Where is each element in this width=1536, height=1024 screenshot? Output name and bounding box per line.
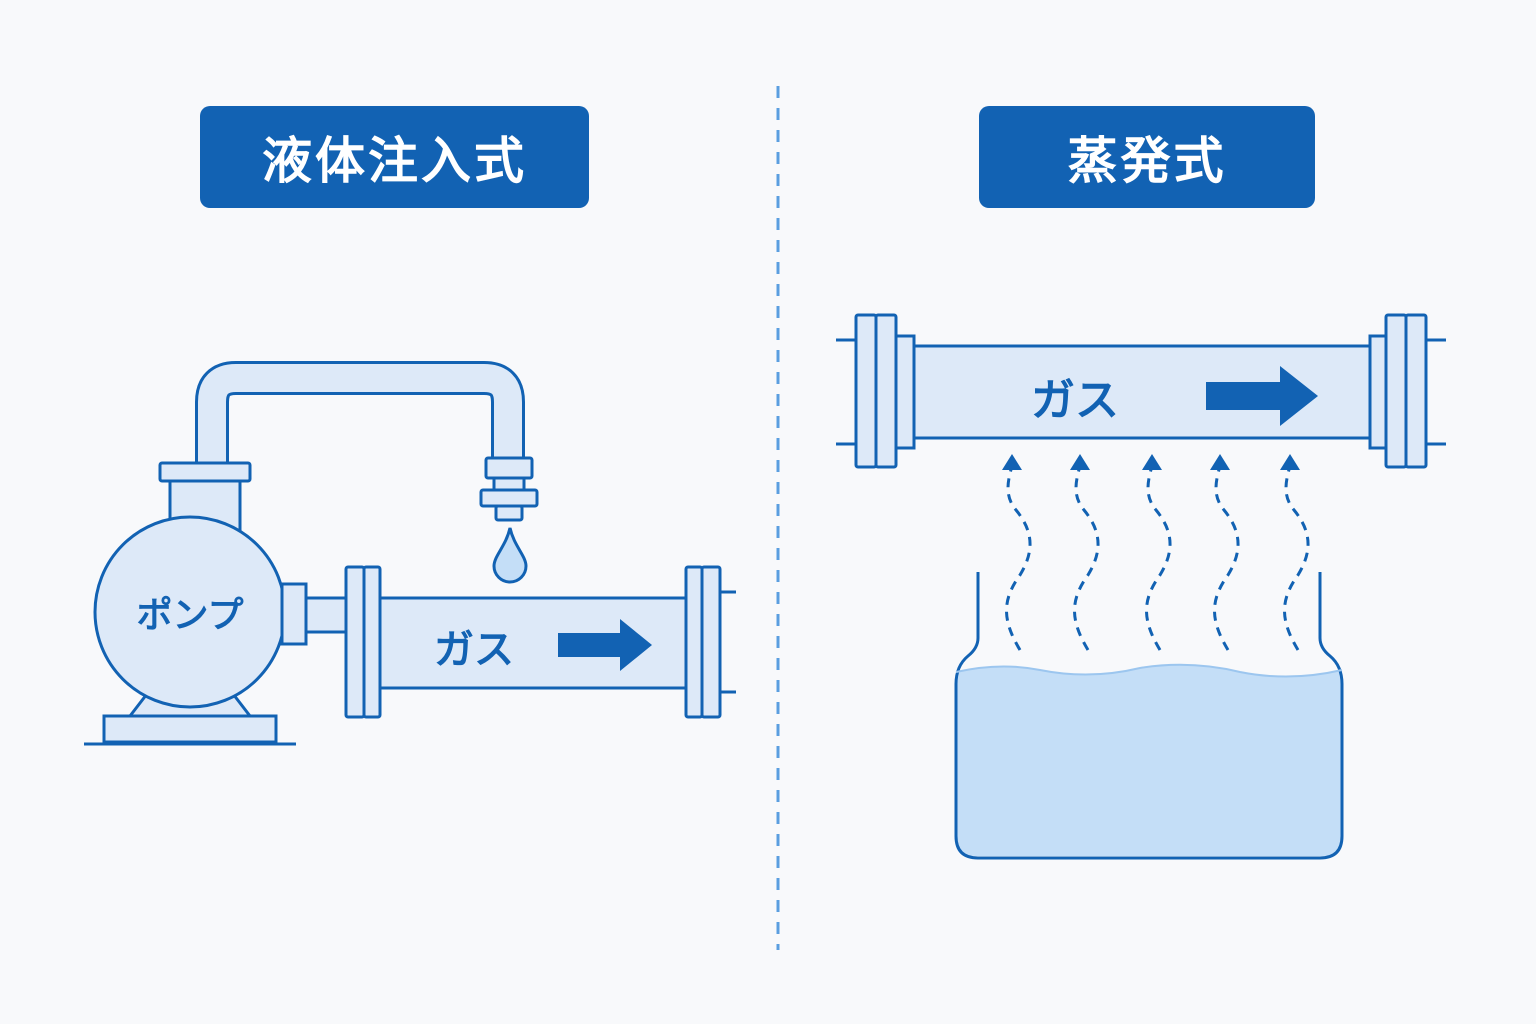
arrow-right-icon — [1206, 366, 1318, 426]
liquid-surface — [955, 663, 1343, 678]
arrow-right-icon — [558, 619, 652, 671]
vapor-stream — [1145, 465, 1172, 651]
title-evaporation: 蒸発式 — [979, 106, 1315, 208]
pump — [84, 461, 350, 746]
pipe-flange — [700, 565, 722, 719]
vapor-arrow-icon — [1002, 454, 1022, 470]
pump-side-outlet — [280, 582, 308, 646]
pipe-flange — [854, 313, 878, 469]
gas-label-left: ガス — [434, 627, 514, 673]
pipe-flange — [1404, 313, 1428, 469]
vapor-arrow-icon — [1142, 454, 1162, 470]
vapor-arrow-icon — [1210, 454, 1230, 470]
vapor-stream — [1073, 465, 1100, 651]
pump-outlet-flange — [158, 461, 252, 483]
pipe-flange — [344, 565, 366, 719]
injection-line — [195, 361, 525, 465]
pipe-flange — [684, 565, 704, 719]
gas-pipe-left — [344, 565, 736, 719]
vapor-arrow-icon — [1280, 454, 1300, 470]
vapor-stream — [1005, 465, 1032, 651]
pipe-flange — [1384, 313, 1408, 469]
tank-wall — [954, 572, 1344, 860]
pipe-flange — [874, 313, 898, 469]
pipe-collar — [894, 334, 916, 450]
vapor-stream — [1283, 465, 1310, 651]
pipe-collar — [1368, 334, 1388, 450]
nozzle — [479, 456, 539, 522]
pump-coupling — [304, 596, 350, 634]
pump-label: ポンプ — [136, 595, 244, 636]
gas-label-right: ガス — [1031, 375, 1119, 426]
vapor-arrow-icon — [1070, 454, 1090, 470]
tank-liquid — [956, 664, 1342, 856]
vapor-streams — [1002, 454, 1310, 651]
gas-pipe-right — [836, 313, 1446, 469]
vapor-stream — [1213, 465, 1240, 651]
evaporation-diagram — [836, 313, 1446, 860]
liquid-tank — [954, 572, 1344, 860]
liquid-drop-icon — [492, 527, 528, 584]
title-liquid-injection: 液体注入式 — [200, 106, 589, 208]
pump-base-plate — [102, 714, 278, 744]
liquid-injection-diagram — [84, 361, 736, 746]
pipe-flange — [362, 565, 382, 719]
